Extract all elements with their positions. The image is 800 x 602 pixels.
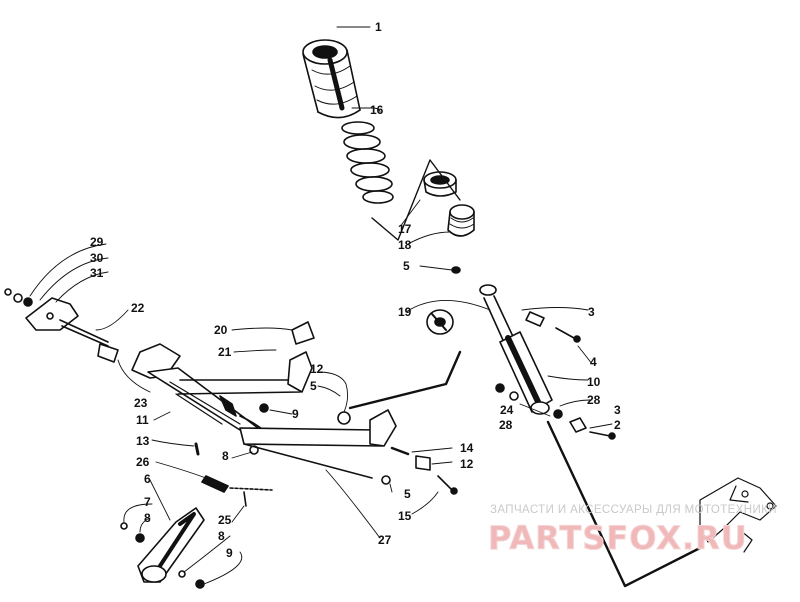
callout-3b: 3	[614, 403, 621, 417]
callout-22: 22	[131, 301, 145, 315]
callout-8c: 8	[218, 529, 225, 543]
callout-31: 31	[90, 266, 104, 280]
callout-23: 23	[134, 396, 148, 410]
callout-13: 13	[136, 434, 150, 448]
frame-segment	[699, 477, 777, 553]
callout-18: 18	[398, 238, 412, 252]
callout-3: 3	[588, 305, 595, 319]
callout-8: 8	[222, 449, 229, 463]
callout-5: 5	[403, 259, 410, 273]
callout-19: 19	[398, 305, 412, 319]
suspension-arm	[131, 321, 397, 479]
lower-link	[120, 507, 205, 589]
callout-12: 12	[310, 362, 324, 376]
callout-28: 28	[587, 393, 601, 407]
callout-5c: 5	[404, 487, 411, 501]
callout-9: 9	[292, 407, 299, 421]
callout-labels: 1 16 17 18 5 3 4 19 10 28 24 28 3 2 29 3…	[90, 20, 621, 560]
left-bracket	[4, 288, 119, 363]
bumper	[426, 309, 454, 335]
callout-28b: 28	[499, 418, 513, 432]
spring-adjuster	[447, 204, 475, 237]
coil-spring	[341, 121, 394, 204]
callout-15: 15	[398, 509, 412, 523]
callout-10: 10	[587, 375, 601, 389]
leader-lines	[29, 26, 613, 585]
callout-21: 21	[218, 345, 232, 359]
callout-8b: 8	[144, 511, 151, 525]
callout-29: 29	[90, 235, 104, 249]
callout-14: 14	[460, 441, 474, 455]
callout-16: 16	[370, 103, 384, 117]
callout-26: 26	[136, 455, 150, 469]
callout-6: 6	[144, 472, 151, 486]
callout-7: 7	[144, 495, 151, 509]
callout-24: 24	[500, 403, 514, 417]
callout-11: 11	[136, 413, 149, 427]
spring-collar	[423, 171, 457, 197]
callout-1: 1	[375, 20, 382, 34]
callout-9b: 9	[226, 546, 233, 560]
watermark-caption: ЗАПЧАСТИ И АКСЕССУАРЫ ДЛЯ МОТОТЕХНИКИ	[490, 504, 777, 516]
callout-27: 27	[378, 533, 392, 547]
callout-17: 17	[398, 222, 412, 236]
callout-30: 30	[90, 251, 104, 265]
callout-20: 20	[214, 323, 228, 337]
shock-absorber	[479, 284, 553, 415]
callout-4: 4	[590, 355, 597, 369]
callout-12b: 12	[460, 457, 474, 471]
shock-boot	[302, 39, 361, 119]
watermark-brand: PARTSFOX.RU	[488, 519, 748, 557]
callout-5b: 5	[310, 379, 317, 393]
callout-2: 2	[614, 418, 621, 432]
callout-25: 25	[218, 513, 232, 527]
